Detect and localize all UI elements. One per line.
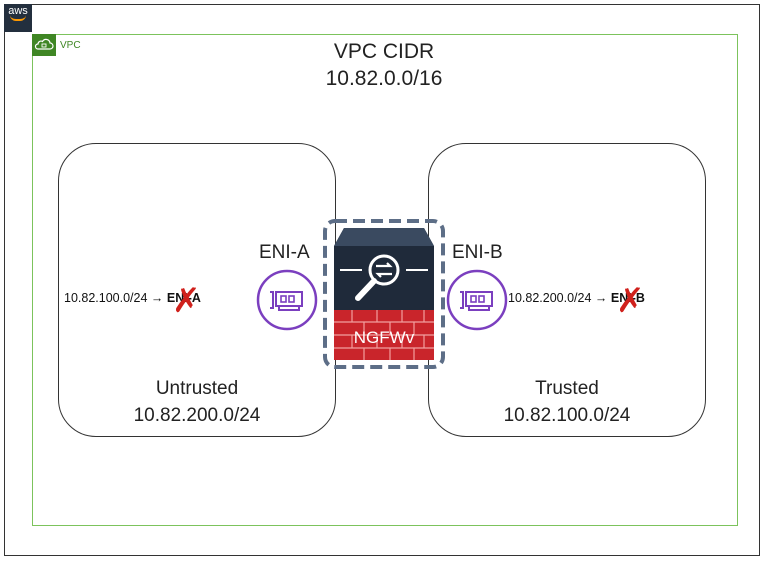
- trusted-subnet-name: Trusted: [535, 378, 599, 399]
- vpc-badge-label: VPC: [60, 40, 81, 51]
- ngfwv-firewall-icon: NGFWv: [323, 219, 445, 369]
- diagram-frame: [4, 4, 760, 556]
- vpc-cloud-icon: [32, 34, 56, 56]
- aws-smile-icon: [10, 15, 26, 21]
- eni-a-label: ENI-A: [259, 242, 310, 263]
- untrusted-route-dest: 10.82.100.0/24: [64, 291, 148, 305]
- trusted-route: 10.82.200.0/24 → ENI-B: [508, 291, 645, 305]
- untrusted-route-x-icon: ✗: [172, 282, 201, 320]
- trusted-route-dest: 10.82.200.0/24: [508, 291, 592, 305]
- vpc-cidr-title: VPC CIDR: [333, 40, 435, 63]
- ngfwv-label: NGFWv: [354, 328, 415, 347]
- untrusted-route-target: ENI-A: [166, 291, 201, 305]
- vpc-container: [32, 34, 738, 526]
- aws-logo: aws: [4, 4, 32, 32]
- route-arrow-icon: →: [594, 291, 608, 305]
- trusted-route-target: ENI-B: [610, 291, 645, 305]
- eni-b-network-card-icon: [446, 269, 508, 331]
- route-arrow-icon: →: [150, 291, 164, 305]
- eni-a-network-card-icon: [256, 269, 318, 331]
- untrusted-subnet-name: Untrusted: [155, 378, 239, 399]
- untrusted-subnet-cidr: 10.82.200.0/24: [133, 405, 261, 426]
- aws-logo-text: aws: [8, 5, 28, 17]
- trusted-subnet-cidr: 10.82.100.0/24: [503, 405, 631, 426]
- untrusted-route: 10.82.100.0/24 → ENI-A: [64, 291, 201, 305]
- eni-b-label: ENI-B: [452, 242, 503, 263]
- vpc-cidr-value: 10.82.0.0/16: [325, 67, 443, 90]
- trusted-route-x-icon: ✗: [616, 282, 645, 320]
